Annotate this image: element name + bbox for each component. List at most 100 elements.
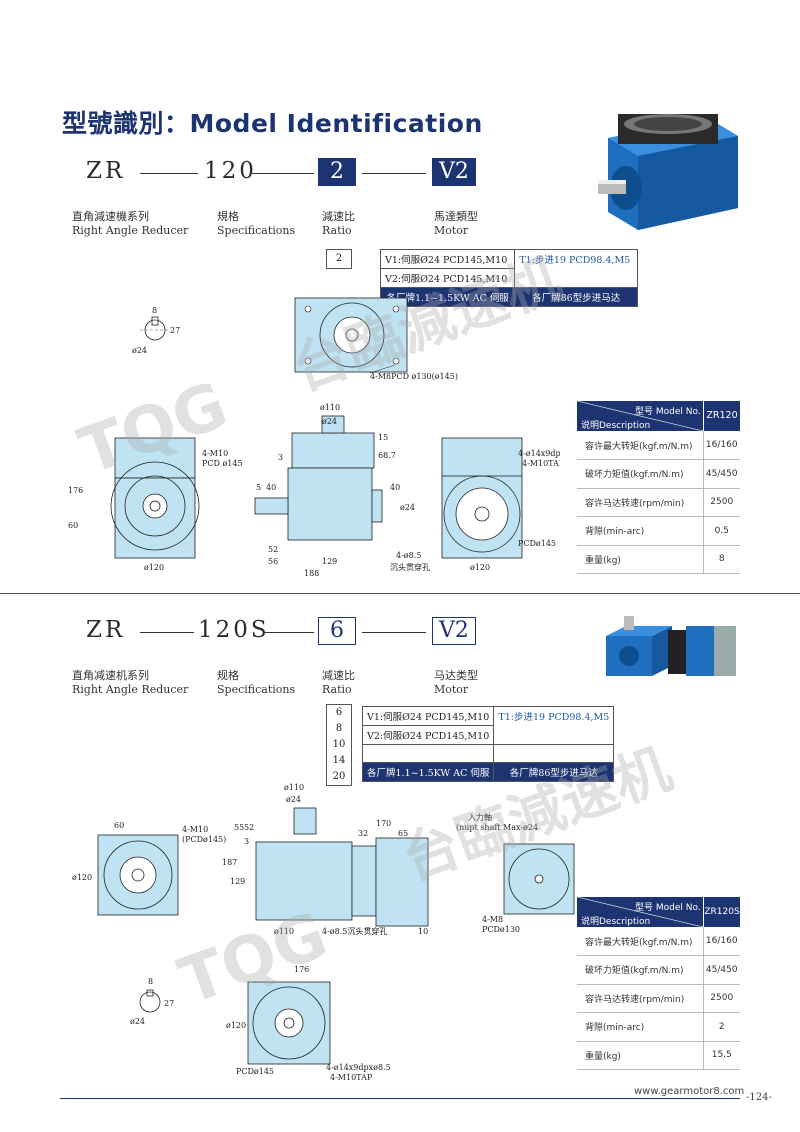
section-divider (0, 593, 800, 594)
dim-shaft: ø24 (132, 346, 147, 355)
spec-label: 容许马达转速(rpm/min) (577, 984, 703, 1013)
ratio-options-list: 6 8 10 14 20 (326, 704, 352, 786)
table-row: 重量(kg)8 (577, 545, 740, 574)
dim-52: 52 (268, 545, 278, 554)
table-row: 容许马达转速(rpm/min)2500 (577, 488, 740, 517)
motor-servo-footer: 各厂牌1.1~1.5KW AC 伺服 (379, 287, 516, 307)
motor-stepper-footer: 各厂牌86型步进马达 (493, 762, 615, 782)
code-ratio: 2 (318, 158, 356, 186)
list-item: 20 (332, 771, 346, 782)
dim-key-h: 27 (164, 999, 174, 1008)
dim-55: 55 (234, 823, 244, 832)
motor-servo2: V2:伺服Ø24 PCD145,M10 (361, 725, 495, 745)
dim-65: 65 (398, 829, 408, 838)
dim-tap: 4-ø14x9dpxø8.5 (518, 449, 560, 458)
spec-rows: 容许最大转矩(kgf.m/N.m)16/160 破坏力矩值(kgf.m/N.m)… (577, 431, 740, 574)
dim-pcd145: (PCDø145) (182, 835, 226, 844)
spec-label: 容许马达转速(rpm/min) (577, 488, 703, 517)
input-shaft-label: 入力軸 (468, 812, 492, 822)
label-ratio-cn: 減速比 (322, 210, 355, 223)
spec-value: 16/160 (702, 431, 740, 460)
spec-header-desc-label: 说明Description (581, 421, 651, 431)
list-item: 6 (335, 707, 343, 718)
label-motor-en: Motor (434, 224, 469, 237)
code-motor: V2 (432, 617, 476, 645)
spec-value: 45/450 (702, 955, 740, 985)
motor-spacer (361, 744, 495, 763)
dim-68-7: 68.7 (378, 451, 396, 460)
code-dash (140, 173, 198, 174)
spec-label: 背隙(min-arc) (577, 1012, 703, 1042)
dim-56: 56 (268, 557, 278, 566)
label-spec-en: Specifications (217, 224, 296, 237)
spec-value: 8 (702, 545, 740, 574)
spec-header: 型号 Model No. 说明Description ZR120 (577, 401, 740, 431)
footer-line (60, 1098, 740, 1099)
dim-pcd130: PCDø130 (482, 925, 520, 934)
motor-options-table: V1:伺服Ø24 PCD145,M10 T1:步进19 PCD98.4,M5 V… (361, 706, 615, 782)
spec-header-diagonal (577, 401, 703, 431)
table-row: 重量(kg)15.5 (577, 1041, 740, 1070)
dim-tap2: 4-M10TAP (330, 1073, 373, 1082)
dim-shaft: ø24 (130, 1017, 145, 1026)
table-row: 破坏力矩值(kgf.m/N.m)45/450 (577, 459, 740, 489)
motor-servo-footer: 各厂牌1.1~1.5KW AC 伺服 (361, 762, 495, 782)
code-ratio: 6 (318, 617, 356, 645)
spec-value: 45/450 (702, 459, 740, 489)
spec-value: 16/160 (702, 927, 740, 956)
dim-key-w: 8 (148, 977, 153, 986)
label-series-en: Right Angle Reducer (72, 683, 189, 696)
dim-m10: 4-M10 (182, 825, 208, 834)
label-ratio-en: Ratio (322, 683, 352, 696)
motor-stepper-footer: 各厂牌86型步进马达 (514, 287, 638, 307)
dim-15: 15 (378, 433, 388, 442)
label-series-cn: 直角減速機系列 (72, 210, 149, 223)
spec-label: 容许最大转矩(kgf.m/N.m) (577, 431, 703, 460)
spec-header-model-label: 型号 Model No. (635, 407, 701, 417)
code-dash (252, 173, 314, 174)
spec-table-zr120s: 型号 Model No. 说明Description ZR120S 容许最大转矩… (577, 897, 740, 1070)
spec-label: 破坏力矩值(kgf.m/N.m) (577, 955, 703, 985)
label-motor-cn: 馬達類型 (434, 210, 478, 223)
dim-129: 129 (322, 557, 337, 566)
table-row: 背隙(min-arc)0.5 (577, 516, 740, 546)
spec-label: 重量(kg) (577, 545, 703, 574)
product-photo-zr120s (606, 616, 736, 676)
dim-60: 60 (68, 521, 78, 530)
label-series-cn: 直角减速机系列 (72, 669, 149, 682)
dim-10: 10 (418, 927, 428, 936)
dim-110: ø110 (284, 783, 304, 792)
spec-label: 破坏力矩值(kgf.m/N.m) (577, 459, 703, 489)
table-row: 背隙(min-arc)2 (577, 1012, 740, 1042)
spec-rows: 容许最大转矩(kgf.m/N.m)16/160 破坏力矩值(kgf.m/N.m)… (577, 927, 740, 1070)
spec-model: ZR120 (703, 401, 740, 431)
table-row: 容许最大转矩(kgf.m/N.m)16/160 (577, 927, 740, 956)
spec-header-model-label: 型号 Model No. (635, 903, 701, 913)
dim-m10: 4-M10 (202, 449, 228, 458)
dim-key-h: 27 (170, 326, 180, 335)
dim-24b: ø24 (400, 503, 415, 512)
dim-pcd145: PCD ø145 (202, 459, 243, 468)
code-spec: 120 (204, 158, 257, 184)
label-ratio-cn: 减速比 (322, 669, 355, 682)
spec-label: 背隙(min-arc) (577, 516, 703, 546)
dim-5: 5 (256, 483, 261, 492)
spec-value: 15.5 (702, 1041, 740, 1070)
code-spec: 120S (198, 617, 270, 643)
list-item: 14 (332, 755, 346, 766)
spec-value: 0.5 (702, 516, 740, 546)
spec-table-zr120: 型号 Model No. 说明Description ZR120 容许最大转矩(… (577, 401, 740, 574)
spec-label: 容许最大转矩(kgf.m/N.m) (577, 927, 703, 956)
dim-129: 129 (230, 877, 245, 886)
table-row: 容许最大转矩(kgf.m/N.m)16/160 (577, 431, 740, 460)
spec-label: 重量(kg) (577, 1041, 703, 1070)
dim-40b: 40 (390, 483, 400, 492)
spec-header-diagonal (577, 897, 703, 927)
dim-188: 188 (304, 569, 319, 578)
label-ratio-en: Ratio (322, 224, 352, 237)
dim-52: 52 (244, 823, 254, 832)
footer-url: www.gearmotor8.com (634, 1086, 745, 1097)
motor-stepper: T1:步进19 PCD98.4,M5 (514, 249, 638, 288)
ratio-option: 2 (326, 249, 352, 269)
dim-cbore: 沉头贯穿孔 (390, 562, 430, 572)
